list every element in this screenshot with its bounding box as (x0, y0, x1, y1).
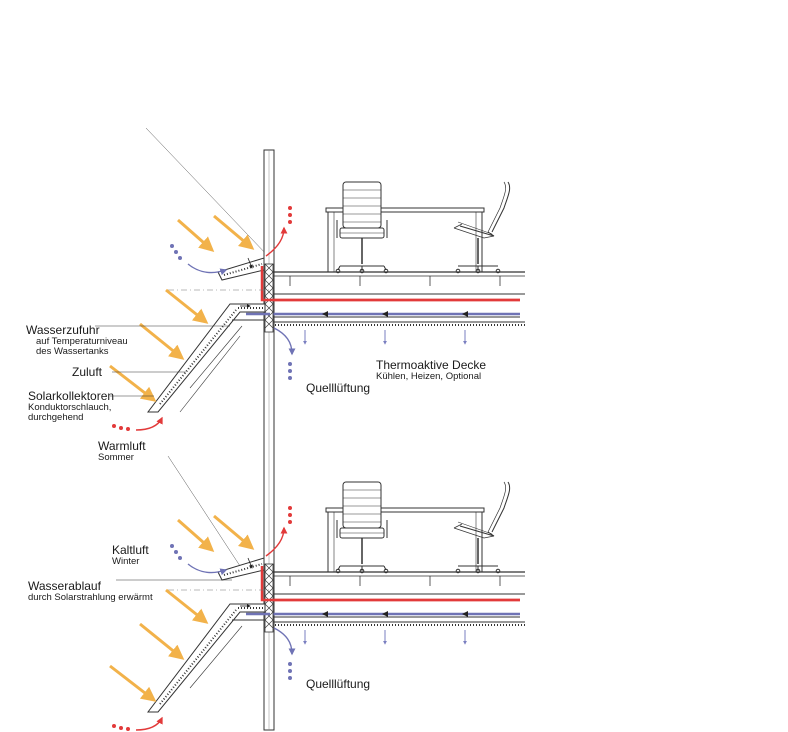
label-wasserablauf: Wasserablauf durch Solarstrahlung erwärm… (28, 579, 153, 603)
sun-angle-line-lower (167, 455, 241, 567)
label-solarkollektoren: Solarkollektoren Konduktorschlauch, durc… (28, 389, 115, 423)
label-quelllueftung-bottom: Quelllüftung (306, 677, 371, 691)
label-wasserzufuhr: Wasserzufuhr auf Temperaturniveau des Wa… (26, 323, 128, 357)
sun-angle-line (145, 127, 269, 257)
label-thermoaktive-decke: Thermoaktive Decke Kühlen, Heizen, Optio… (376, 358, 487, 382)
floor-lower (110, 482, 525, 731)
leader-lines (95, 325, 241, 581)
label-quelllueftung-top: Quelllüftung (306, 381, 371, 395)
label-warmluft: Warmluft Sommer (98, 439, 146, 463)
label-zuluft: Zuluft (72, 365, 103, 379)
label-kaltluft: Kaltluft Winter (112, 543, 149, 567)
